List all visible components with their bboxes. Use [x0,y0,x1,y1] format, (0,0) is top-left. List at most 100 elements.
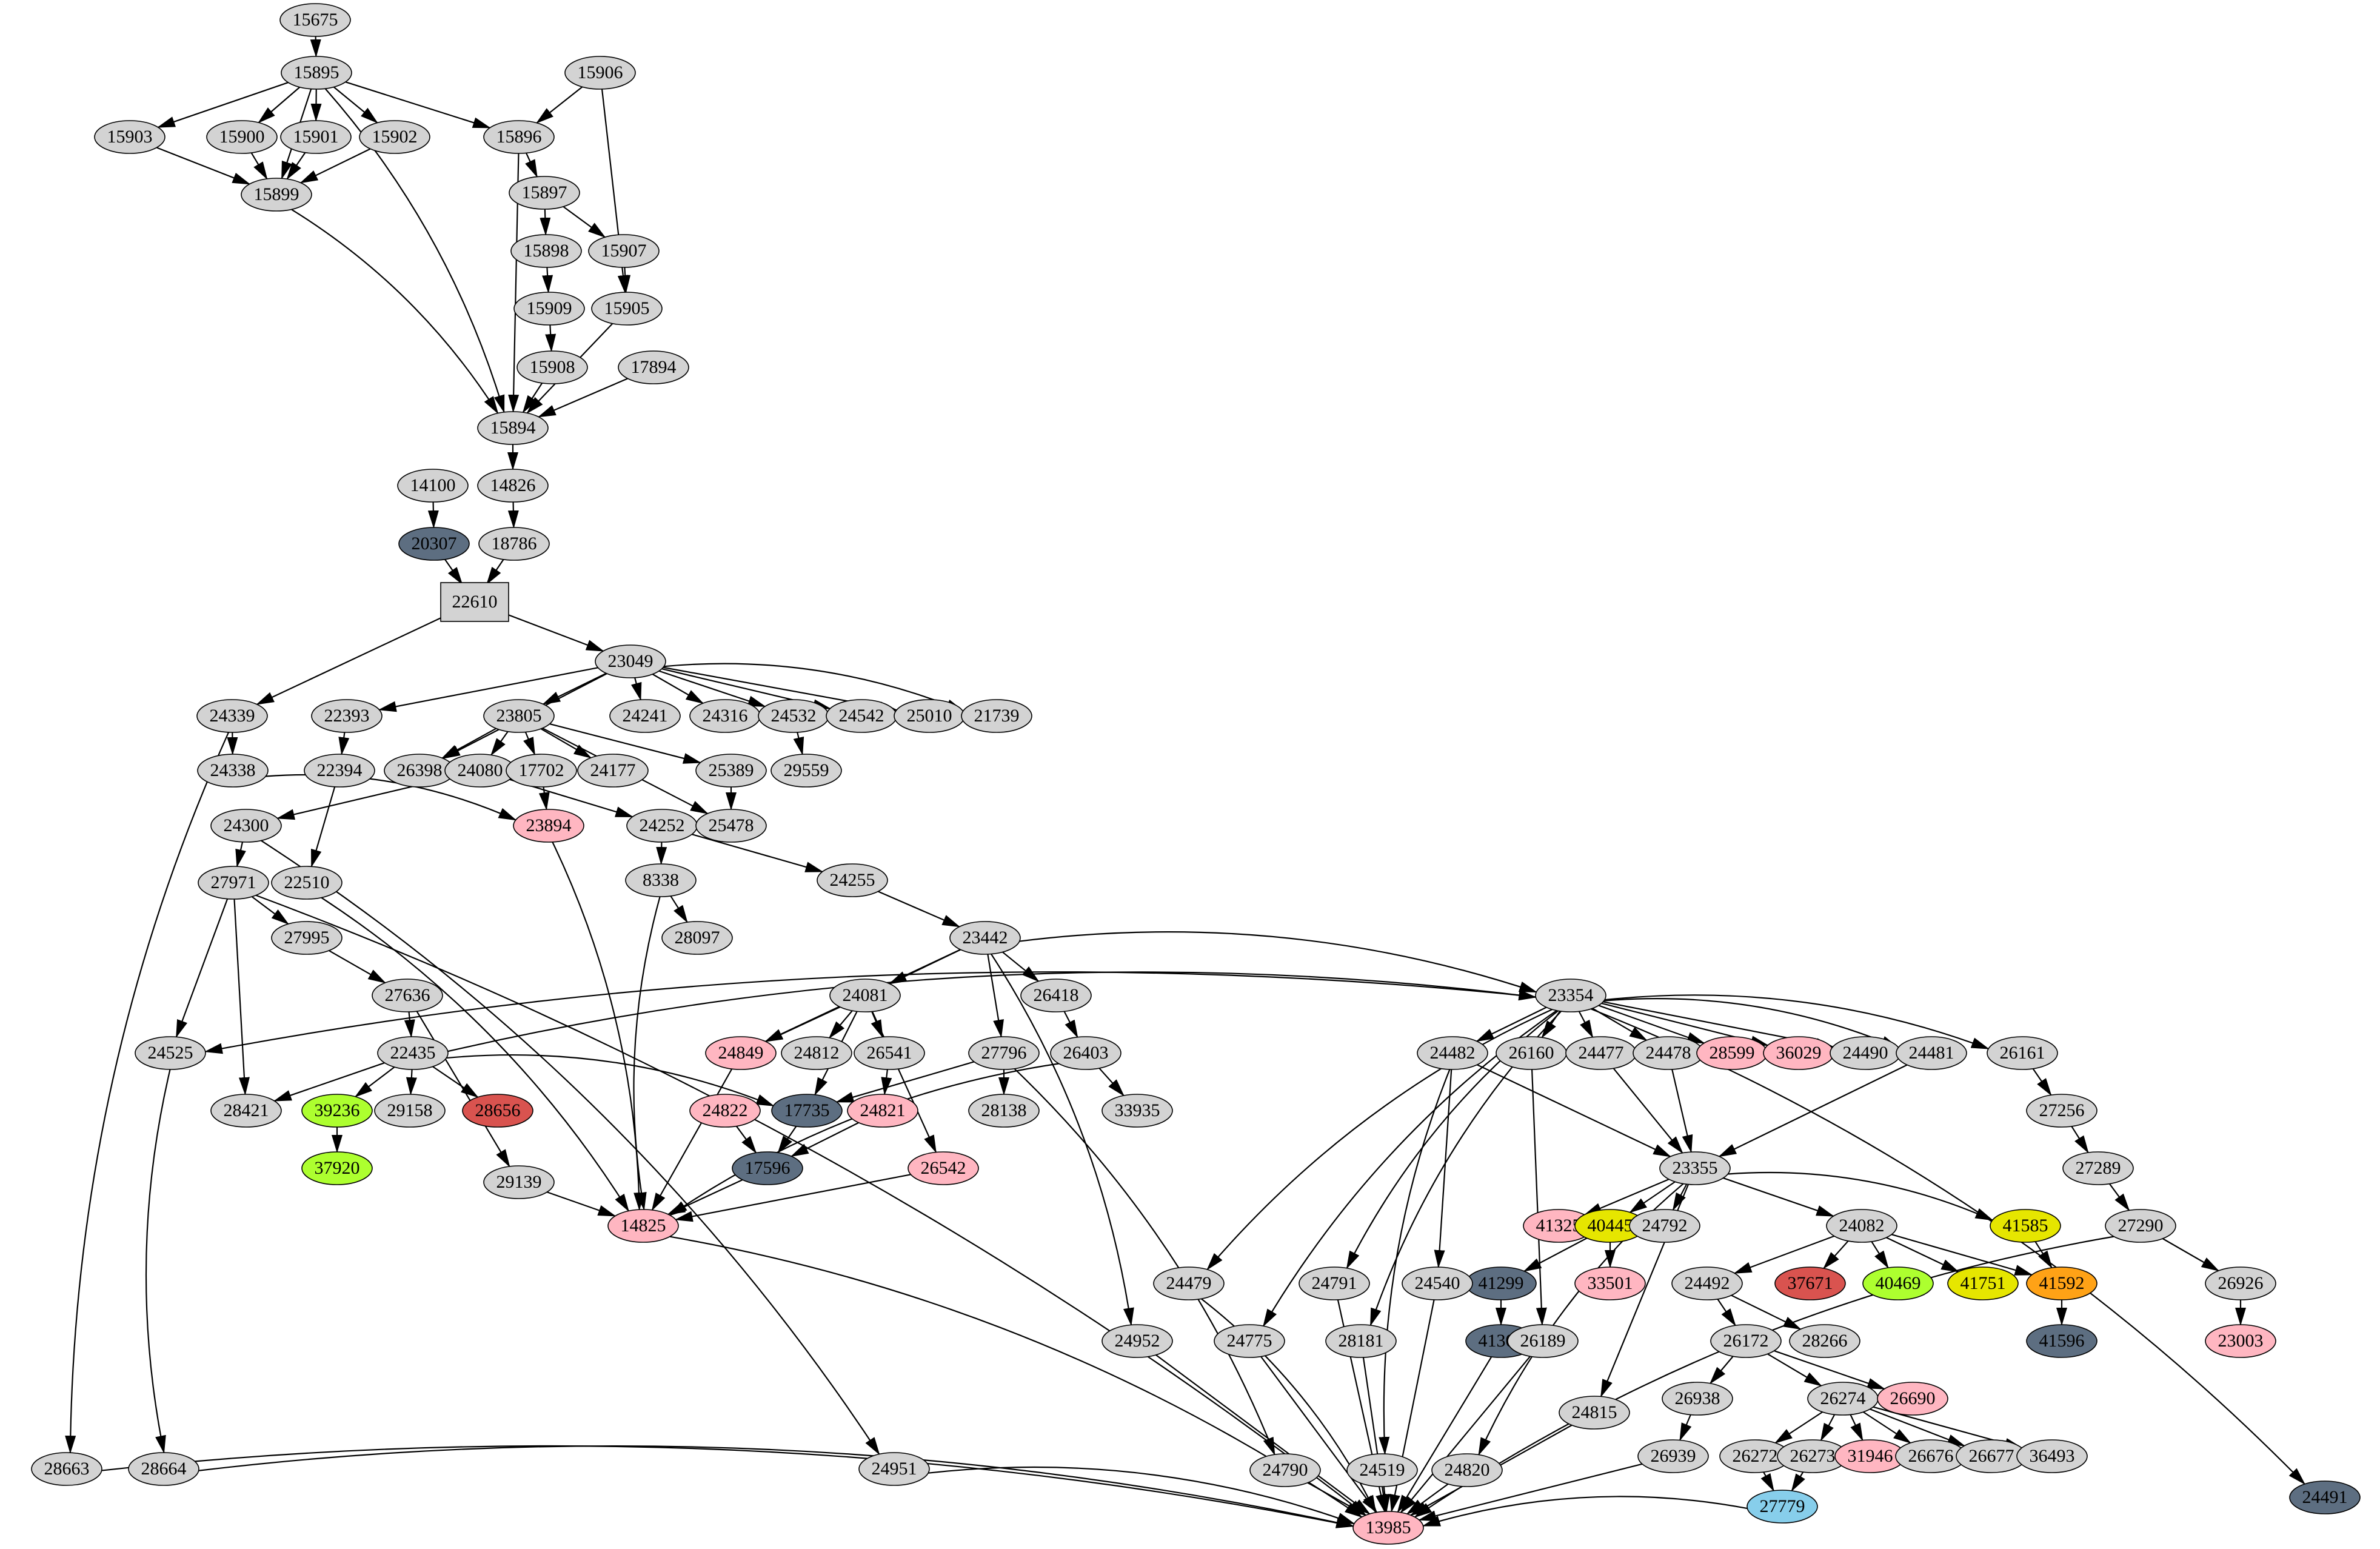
node-label-24952: 24952 [1115,1331,1160,1351]
graph-node-24525: 24525 [135,1036,206,1070]
graph-edge-23354-26161 [1604,994,1990,1049]
graph-edge-26403-33935 [1098,1068,1125,1097]
node-ellipse-15903 [94,120,165,154]
node-label-24812: 24812 [794,1043,840,1063]
node-ellipse-33935 [1101,1094,1173,1128]
node-label-31946: 31946 [1848,1446,1893,1466]
graph-edge-22435-28421 [273,1062,385,1102]
node-ellipse-24775 [1214,1324,1285,1358]
graph-node-37920: 37920 [301,1151,373,1185]
node-label-26677: 26677 [1969,1446,2014,1466]
graph-node-15902: 15902 [359,120,430,154]
node-box-22610 [440,582,509,622]
node-label-26172: 26172 [1723,1331,1769,1351]
node-ellipse-24791 [1299,1266,1370,1300]
node-label-15897: 15897 [522,182,567,202]
graph-node-24951: 24951 [858,1452,930,1486]
graph-edge-23049-24316 [652,674,704,704]
node-label-29158: 29158 [387,1100,433,1120]
node-label-28663: 28663 [44,1459,90,1479]
graph-node-24849: 24849 [705,1036,777,1070]
node-ellipse-41751 [1947,1266,2019,1300]
graph-node-27256: 27256 [2026,1094,2098,1128]
graph-node-23894: 23894 [513,809,584,843]
graph-edge-15907-15905 [620,267,631,294]
node-label-41325: 41325 [1536,1216,1582,1236]
graph-edge-24082-40469 [1871,1241,1889,1269]
graph-node-28421: 28421 [210,1094,282,1128]
graph-edge-15895-15896 [345,81,491,129]
graph-node-26161: 26161 [1987,1036,2058,1070]
graph-edge-27256-27289 [2071,1126,2089,1154]
graph-edge-24482-23355 [1477,1064,1672,1157]
node-ellipse-24815 [1559,1396,1630,1430]
graph-edge-24790-13985 [1307,1482,1367,1516]
graph-node-17735: 17735 [771,1094,843,1128]
graph-node-22435: 22435 [377,1036,449,1070]
node-label-18786: 18786 [492,534,537,554]
node-label-41751: 41751 [1960,1273,2006,1293]
node-ellipse-26172 [1710,1324,1782,1358]
node-ellipse-15908 [516,350,588,384]
graph-node-24241: 24241 [609,699,681,733]
graph-node-24519: 24519 [1346,1453,1418,1487]
graph-node-15901: 15901 [280,120,352,154]
node-label-24820: 24820 [1445,1460,1490,1480]
node-ellipse-25389 [695,754,767,788]
node-label-24300: 24300 [224,815,269,835]
graph-node-27971: 27971 [198,866,269,900]
graph-edge-15906-15896 [535,86,583,124]
node-ellipse-29139 [483,1165,555,1199]
graph-edge-27971-27995 [251,896,290,925]
node-label-14100: 14100 [410,475,456,495]
graph-edge-14100-20307 [427,501,439,529]
graph-edge-22610-24339 [256,614,449,705]
node-label-15895: 15895 [294,62,339,82]
node-ellipse-24540 [1402,1266,1473,1300]
node-label-24482: 24482 [1430,1043,1476,1063]
node-label-24532: 24532 [771,706,817,726]
node-ellipse-29559 [770,754,842,788]
graph-edge-15895-15903 [156,82,289,128]
node-ellipse-26926 [2205,1266,2276,1300]
graph-node-36029: 36029 [1763,1036,1834,1070]
node-ellipse-24300 [210,809,282,843]
graph-node-24542: 24542 [826,699,897,733]
graph-node-28266: 28266 [1789,1324,1860,1358]
node-label-24822: 24822 [703,1100,748,1120]
graph-edge-23805-24080 [490,731,509,756]
node-ellipse-26690 [1877,1382,1948,1416]
node-label-8338: 8338 [643,870,679,890]
graph-edge-26160-26189 [1531,1069,1547,1326]
graph-edge-22610-23049 [503,612,605,652]
node-label-36029: 36029 [1776,1043,1822,1063]
graph-node-24790: 24790 [1249,1453,1321,1487]
graph-edge-22393-22394 [338,732,350,756]
graph-node-24481: 24481 [1896,1036,1967,1070]
graph-node-40469: 40469 [1862,1266,1934,1300]
graph-node-28656: 28656 [462,1094,533,1128]
graph-edge-27636-29139 [416,1011,510,1168]
graph-edge-26403-14825 [669,1063,1059,1216]
graph-node-26418: 26418 [1020,979,1092,1012]
node-ellipse-27636 [372,979,443,1012]
graph-node-15905: 15905 [591,292,663,326]
node-ellipse-18786 [478,527,550,561]
node-ellipse-17596 [732,1151,803,1185]
node-ellipse-20307 [398,527,470,561]
graph-node-39236: 39236 [301,1094,373,1128]
node-ellipse-13985 [1352,1511,1424,1545]
node-label-24815: 24815 [1572,1402,1617,1422]
graph-node-26938: 26938 [1662,1382,1733,1416]
node-label-15898: 15898 [524,241,569,261]
graph-edge-22435-39236 [354,1066,395,1098]
node-label-24339: 24339 [210,706,255,726]
graph-node-22394: 22394 [304,754,375,788]
graph-node-14100: 14100 [397,469,469,503]
graph-node-37671: 37671 [1774,1266,1846,1300]
graph-node-26926: 26926 [2205,1266,2276,1300]
node-ellipse-23805 [483,699,555,733]
graph-node-24479: 24479 [1153,1266,1225,1300]
node-ellipse-27779 [1747,1490,1818,1524]
